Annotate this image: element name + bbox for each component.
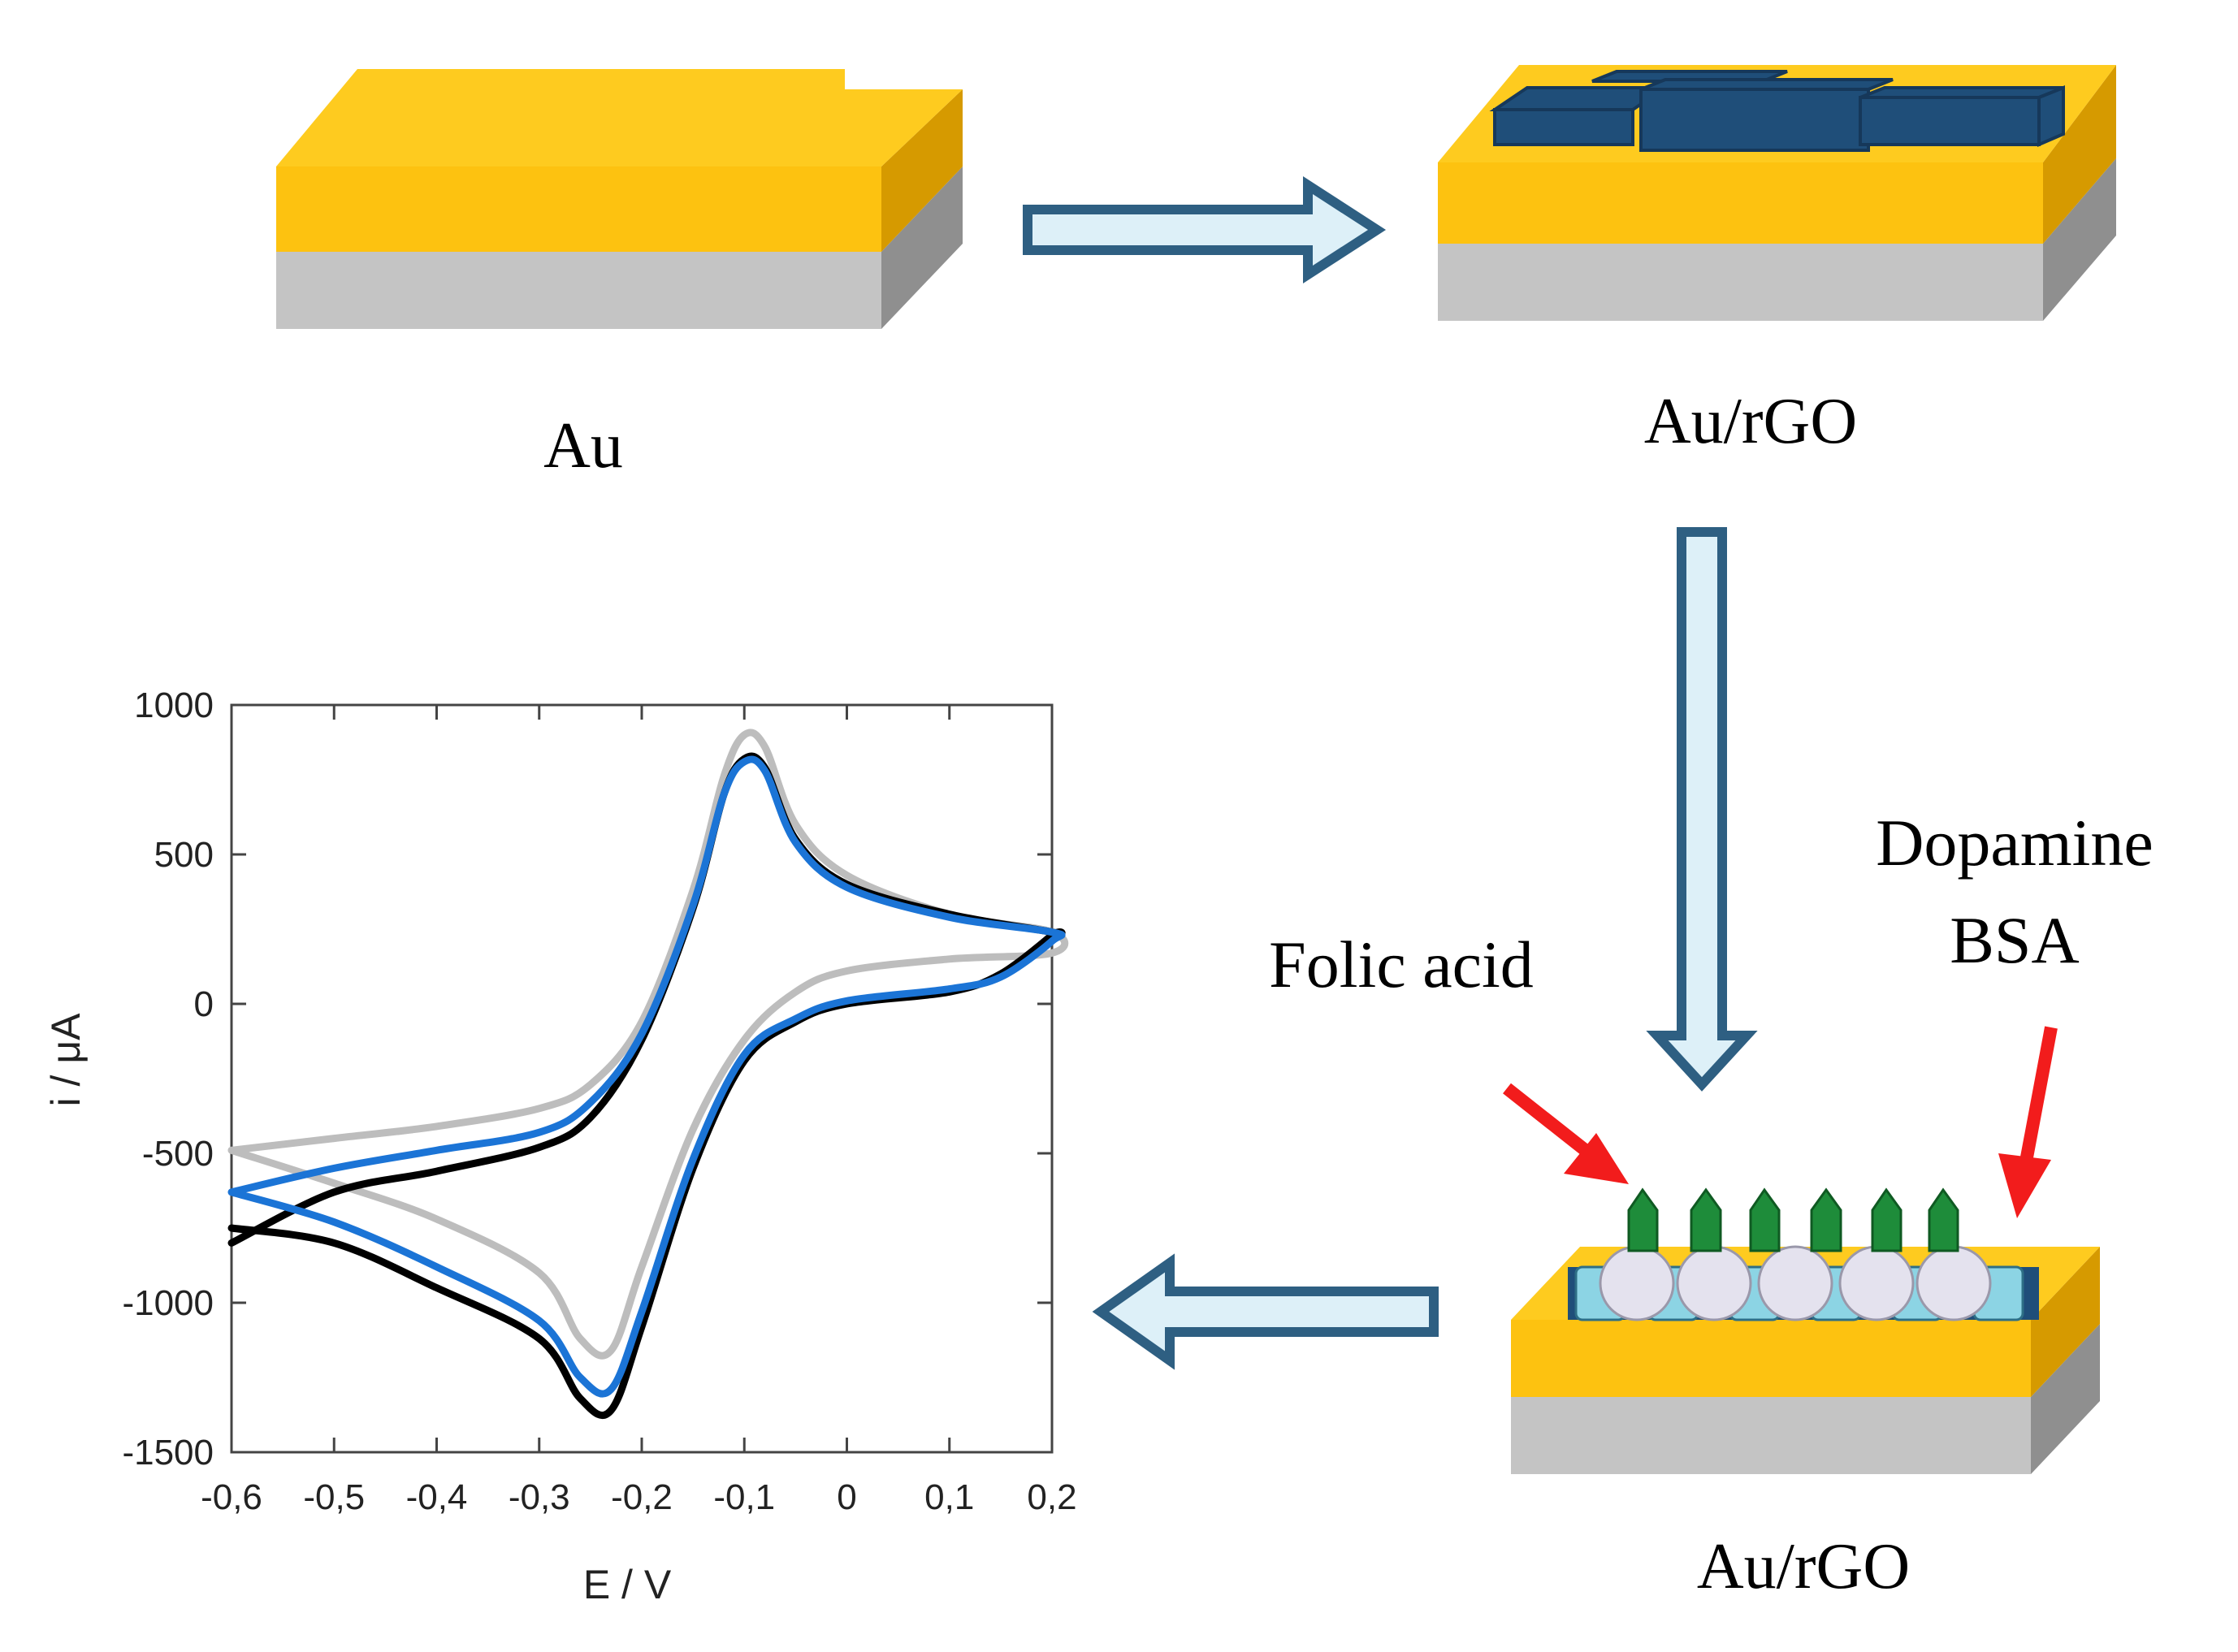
au-gold-side — [881, 89, 963, 252]
cv-series-line-1 — [227, 729, 1069, 1360]
label-bsa: BSA — [1950, 903, 2080, 977]
bsa-sphere — [1757, 1245, 1833, 1321]
folic-acid — [1928, 1187, 1959, 1252]
rgo-sheet — [1493, 108, 1634, 146]
folic-acid — [1690, 1187, 1722, 1252]
arrow-left-step3 — [1092, 1253, 1439, 1370]
folic-acid — [1871, 1187, 1903, 1252]
x-tick-label: -0,1 — [713, 1477, 775, 1517]
rgo-sheet — [2037, 85, 2065, 148]
bsa-sphere — [1838, 1245, 1915, 1321]
x-axis-label: E / V — [583, 1562, 672, 1607]
au-rgo-electrode-top — [1438, 65, 2116, 321]
rgo-gold-side — [2043, 65, 2116, 244]
rgo-gold-front — [1438, 162, 2043, 244]
y-tick-label: -500 — [142, 1134, 214, 1174]
mod-substrate-side — [2031, 1324, 2100, 1474]
y-tick-label: -1500 — [122, 1433, 214, 1473]
au-rgo-electrode-modified — [1511, 1187, 2100, 1474]
red-arrow-shaft — [2020, 1026, 2058, 1159]
x-tick-label: 0,2 — [1027, 1477, 1076, 1517]
bsa-sphere — [1599, 1245, 1675, 1321]
mod-substrate-front — [1511, 1397, 2031, 1474]
au-substrate-front — [276, 252, 881, 329]
arrow-right-step1 — [1023, 175, 1387, 284]
rgo-sheet — [1859, 96, 2041, 146]
red-arrow-dopamine-bsa — [1998, 1026, 2058, 1218]
au-gold-front — [276, 166, 881, 252]
x-tick-label: -0,6 — [201, 1477, 262, 1517]
x-tick-label: 0,1 — [924, 1477, 974, 1517]
x-tick-label: 0 — [837, 1477, 856, 1517]
y-tick-label: 500 — [154, 835, 214, 875]
x-tick-label: -0,4 — [406, 1477, 468, 1517]
rgo-substrate-front — [1438, 244, 2043, 321]
red-arrow-head — [1564, 1133, 1629, 1184]
rgo-sheets — [1489, 70, 2065, 152]
bsa-spheres — [1599, 1245, 1992, 1321]
folic-acid — [1810, 1187, 1842, 1252]
rgo-substrate-side — [2043, 158, 2116, 321]
folic-acid — [1749, 1187, 1781, 1252]
bsa-sphere — [1676, 1245, 1752, 1321]
label-dopamine: Dopamine — [1876, 806, 2154, 880]
folic-acid-molecules — [1627, 1187, 1959, 1252]
bsa-sphere — [1916, 1245, 1992, 1321]
cv-chart: -0,6 -0,5 -0,4 -0,3 -0,2 -0,1 0 0,1 0,2 -1500 -100… — [43, 685, 1077, 1607]
cv-series-line-3 — [227, 755, 1066, 1398]
label-au-rgo-bottom: Au/rGO — [1697, 1531, 1910, 1602]
au-gold-top — [276, 69, 963, 166]
tick-layer: -0,6 -0,5 -0,4 -0,3 -0,2 -0,1 0 0,1 0,2 -1500 -100… — [122, 685, 1076, 1517]
folic-acid — [1627, 1187, 1659, 1252]
label-au: Au — [543, 410, 623, 482]
arrow-down-step2 — [1646, 527, 1758, 1092]
red-arrow-shaft — [1503, 1083, 1588, 1155]
au-electrode — [276, 69, 963, 329]
red-arrow-head — [1998, 1153, 2051, 1218]
plot-frame — [230, 703, 1054, 1454]
label-au-rgo-top: Au/rGO — [1644, 386, 1857, 457]
x-tick-label: -0,5 — [303, 1477, 365, 1517]
x-tick-label: -0,3 — [509, 1477, 570, 1517]
x-tick-label: -0,2 — [611, 1477, 673, 1517]
y-tick-label: 0 — [194, 984, 214, 1024]
y-tick-label: 1000 — [134, 685, 214, 725]
y-tick-label: -1000 — [122, 1283, 214, 1323]
cv-series-line-2 — [227, 752, 1066, 1419]
au-substrate-side — [881, 166, 963, 329]
series-layer — [227, 729, 1069, 1419]
rgo-sheet — [1639, 88, 1870, 152]
label-folic-acid: Folic acid — [1269, 928, 1534, 1001]
mod-gold-side — [2031, 1247, 2100, 1397]
red-arrow-folic — [1503, 1083, 1629, 1184]
mod-gold-front — [1511, 1320, 2031, 1397]
y-axis-label: i / μA — [43, 1013, 89, 1107]
